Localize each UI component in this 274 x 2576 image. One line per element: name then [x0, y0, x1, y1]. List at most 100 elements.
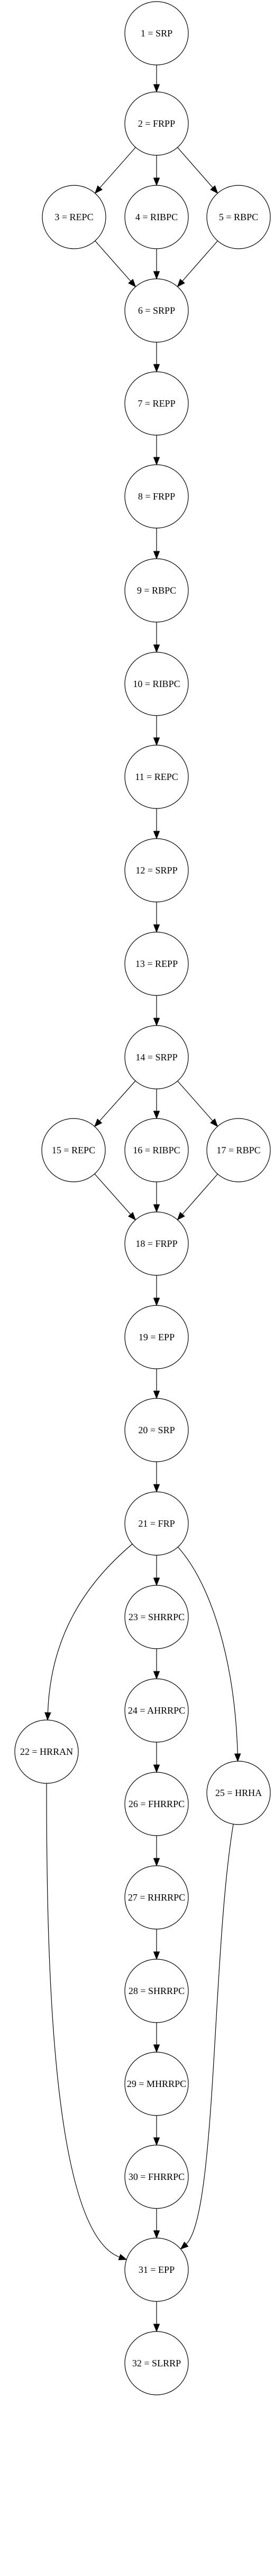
node-circle	[124, 1678, 189, 1743]
node-circle	[124, 1398, 189, 1462]
node-label: 20 = SRP	[138, 1425, 175, 1435]
edge-20-to-21	[153, 1462, 160, 1493]
node-29: 29 = MHRRPC	[124, 2052, 189, 2116]
edge-6-to-7	[153, 342, 160, 373]
node-circle	[14, 1719, 79, 1784]
edge-14-to-16	[153, 1089, 160, 1120]
edge-25-to-31	[180, 1824, 234, 2250]
node-20: 20 = SRP	[124, 1398, 189, 1462]
arrowhead	[153, 737, 160, 746]
edge-29-to-30	[153, 2116, 160, 2146]
edge-31-to-32	[153, 2301, 160, 2333]
node-28: 28 = SHRRPC	[124, 1959, 189, 2023]
edge-line	[98, 1080, 136, 1122]
node-label: 4 = RIBPC	[135, 212, 178, 222]
edge-line	[99, 147, 136, 189]
edge-line	[94, 1173, 132, 1216]
node-circle	[206, 1118, 271, 1182]
node-circle	[124, 1305, 189, 1369]
node-circle	[124, 558, 189, 623]
node-label: 31 = EPP	[139, 2264, 175, 2275]
arrowhead	[153, 924, 160, 933]
arrowhead	[153, 1204, 160, 1213]
node-16: 16 = RIBPC	[124, 1118, 189, 1182]
node-6: 6 = SRPP	[124, 278, 189, 343]
node-9: 9 = RBPC	[124, 558, 189, 623]
node-circle	[124, 1, 189, 65]
node-27: 27 = RHRRPC	[124, 1865, 189, 1930]
node-label: 5 = RBPC	[219, 212, 258, 222]
node-label: 2 = FRPP	[138, 118, 175, 129]
node-layer: 1 = SRP 2 = FRPP 3 = REPC 4 = RIBPC 5 = RBPC…	[14, 1, 271, 2395]
arrowhead	[118, 2254, 127, 2260]
arrowhead	[153, 2137, 160, 2146]
edge-30-to-31	[153, 2208, 160, 2239]
node-8: 8 = FRPP	[124, 464, 189, 529]
node-1: 1 = SRP	[124, 1, 189, 65]
node-label: 29 = MHRRPC	[127, 2079, 186, 2089]
arrowhead	[210, 1118, 218, 1127]
node-label: 28 = SHRRPC	[129, 1986, 185, 1996]
node-label: 22 = HRRAN	[20, 1746, 73, 1757]
node-17: 17 = RBPC	[206, 1118, 271, 1182]
node-label: 17 = RBPC	[216, 1145, 260, 1155]
arrowhead	[153, 177, 160, 186]
node-label: 8 = FRPP	[138, 491, 175, 502]
node-label: 13 = REPP	[135, 958, 178, 969]
edge-3-to-6	[95, 240, 136, 288]
arrowhead	[128, 278, 136, 288]
edge-9-to-10	[153, 622, 160, 653]
node-2: 2 = FRPP	[124, 91, 189, 156]
edge-16-to-18	[153, 1182, 160, 1213]
node-19: 19 = EPP	[124, 1305, 189, 1369]
arrowhead	[44, 1712, 51, 1721]
node-circle	[124, 1491, 189, 1556]
node-11: 11 = REPC	[124, 745, 189, 809]
node-label: 11 = REPC	[135, 772, 178, 782]
edge-21-to-23	[153, 1555, 160, 1586]
node-label: 1 = SRP	[141, 28, 172, 39]
node-label: 16 = RIBPC	[133, 1145, 180, 1155]
edge-layer	[44, 65, 241, 2333]
arrowhead	[153, 364, 160, 373]
node-circle	[124, 2052, 189, 2116]
edge-17-to-18	[177, 1173, 218, 1220]
node-30: 30 = FHRRPC	[124, 2145, 189, 2209]
node-circle	[124, 745, 189, 809]
arrowhead	[153, 1858, 160, 1867]
node-24: 24 = AHRRPC	[124, 1678, 189, 1743]
node-circle	[206, 1761, 271, 1825]
edge-19-to-20	[153, 1369, 160, 1399]
node-circle	[124, 1211, 189, 1276]
arrowhead	[153, 457, 160, 466]
edge-18-to-19	[153, 1275, 160, 1306]
node-label: 32 = SLRRP	[132, 2358, 181, 2368]
node-circle	[124, 652, 189, 716]
edge-12-to-13	[153, 902, 160, 933]
edge-4-to-6	[153, 249, 160, 280]
edge-14-to-17	[177, 1080, 218, 1127]
arrowhead	[177, 1211, 185, 1220]
edge-7-to-8	[153, 435, 160, 466]
arrowhead	[153, 1764, 160, 1773]
node-label: 30 = FHRRPC	[129, 2171, 185, 2182]
node-22: 22 = HRRAN	[14, 1719, 79, 1784]
node-23: 23 = SHRRPC	[124, 1585, 189, 1649]
edge-15-to-18	[94, 1173, 136, 1221]
node-label: 3 = REPC	[54, 212, 93, 222]
edge-line	[181, 1173, 218, 1216]
node-15: 15 = REPC	[41, 1118, 106, 1182]
edge-21-to-25	[177, 1547, 241, 1762]
arrowhead	[153, 644, 160, 653]
edge-2-to-3	[94, 147, 136, 194]
node-circle	[124, 1865, 189, 1930]
node-label: 15 = REPC	[52, 1145, 95, 1155]
node-26: 26 = FHRRPC	[124, 1772, 189, 1836]
edge-14-to-15	[94, 1080, 136, 1127]
node-14: 14 = SRPP	[124, 1025, 189, 1089]
node-circle	[124, 1585, 189, 1649]
arrowhead	[94, 185, 103, 194]
node-circle	[124, 185, 189, 249]
node-circle	[124, 1025, 189, 1089]
arrowhead	[153, 1951, 160, 1960]
